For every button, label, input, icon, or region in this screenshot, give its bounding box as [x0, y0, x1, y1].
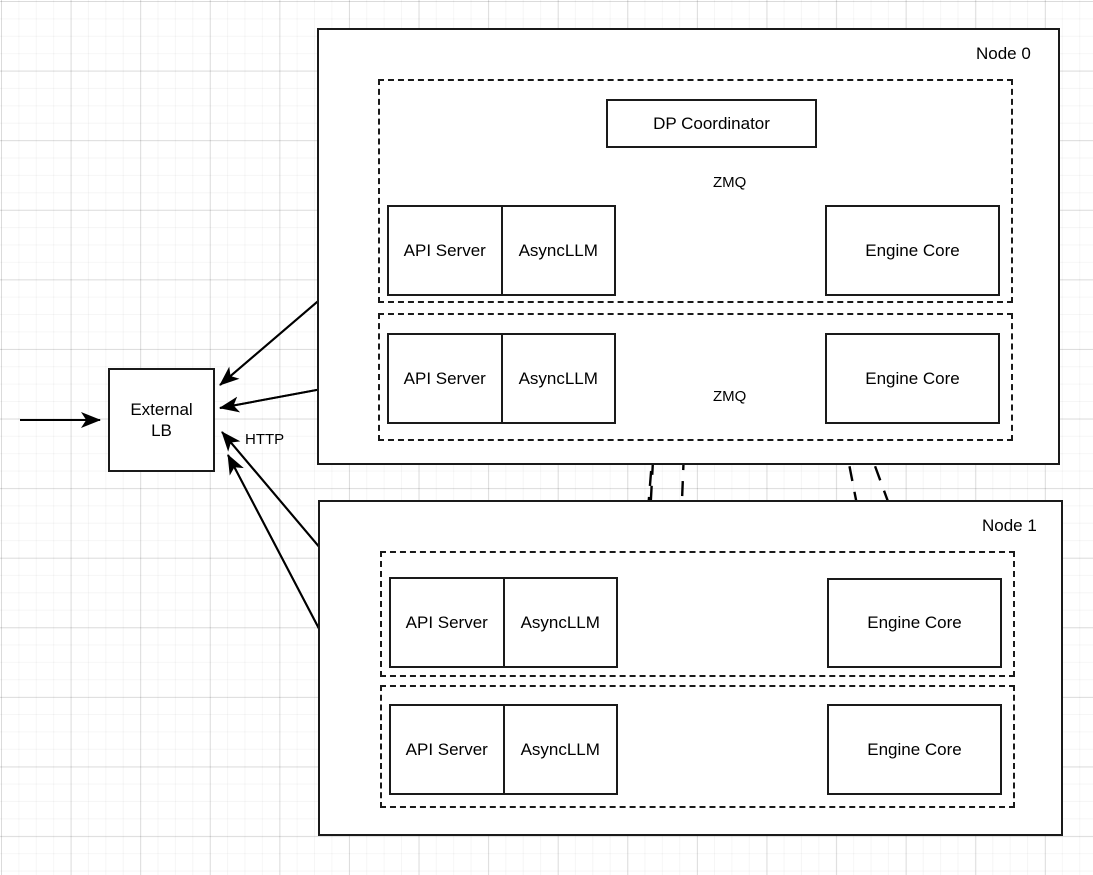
api-server-unit-n0-0[interactable]: API Server AsyncLLM	[387, 205, 616, 296]
api-server-unit-n1-0[interactable]: API Server AsyncLLM	[389, 577, 618, 668]
engine-core-box-n0-1[interactable]: Engine Core	[825, 333, 1000, 424]
api-server-label-n0-0: API Server	[389, 207, 503, 294]
async-llm-label-n1-1: AsyncLLM	[520, 739, 600, 759]
api-server-label-n1-1: API Server	[391, 706, 505, 793]
node-label-1: Node 1	[982, 516, 1037, 535]
dp-group-n1-1	[380, 685, 1015, 808]
http-label: HTTP	[245, 431, 285, 448]
engine-core-label-n0-0: Engine Core	[865, 240, 960, 260]
engine-core-label-n0-1: Engine Core	[865, 368, 960, 388]
engine-core-label-n1-1: Engine Core	[867, 739, 962, 759]
async-llm-label-n1-0: AsyncLLM	[520, 612, 600, 632]
dp-group-n0-1	[378, 313, 1013, 441]
dp-coordinator-label: DP Coordinator	[653, 113, 770, 133]
dp-coordinator-box[interactable]: DP Coordinator	[606, 99, 817, 148]
node-label-0: Node 0	[976, 44, 1031, 63]
zmq-label-coordinator: ZMQ	[713, 174, 747, 191]
engine-core-box-n1-0[interactable]: Engine Core	[827, 578, 1002, 668]
api-server-label-n0-1: API Server	[389, 335, 503, 422]
external-lb-label-line2: LB	[151, 421, 172, 440]
api-server-unit-n1-1[interactable]: API Server AsyncLLM	[389, 704, 618, 795]
dp-group-n0-0	[378, 79, 1013, 303]
zmq-label-n0-1: ZMQ	[713, 388, 747, 405]
engine-core-box-n1-1[interactable]: Engine Core	[827, 704, 1002, 795]
async-llm-label-n0-1: AsyncLLM	[518, 368, 598, 388]
engine-core-box-n0-0[interactable]: Engine Core	[825, 205, 1000, 296]
engine-core-label-n1-0: Engine Core	[867, 613, 962, 633]
async-llm-label-n0-0: AsyncLLM	[518, 240, 598, 260]
api-server-unit-n0-1[interactable]: API Server AsyncLLM	[387, 333, 616, 424]
external-lb-label-line1: External	[130, 399, 193, 419]
api-server-label-n1-0: API Server	[391, 579, 505, 666]
dp-group-n1-0	[380, 551, 1015, 677]
external-lb-box[interactable]: External LB	[108, 368, 215, 472]
